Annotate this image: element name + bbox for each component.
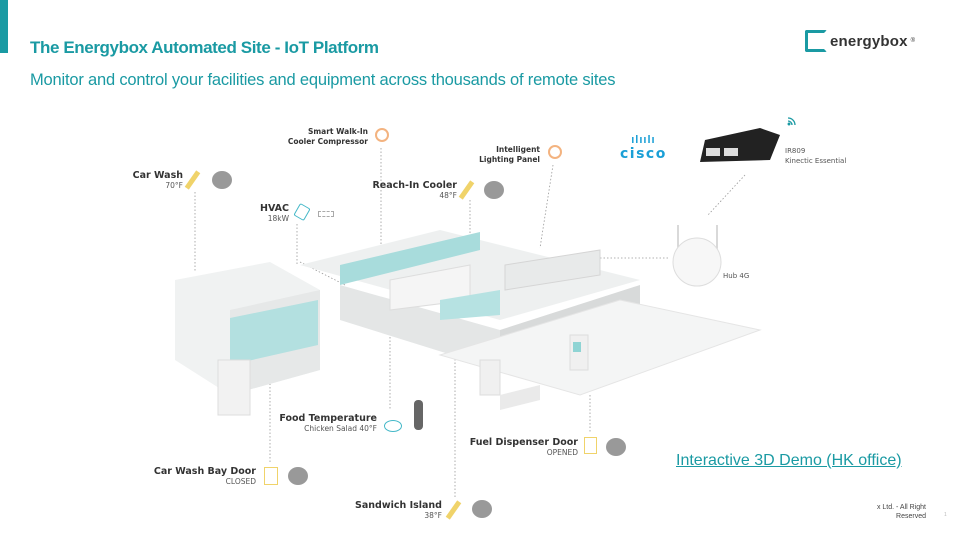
logo-text: energybox xyxy=(830,32,908,50)
sensor-value: Chicken Salad 40°F xyxy=(304,424,377,433)
hub-label: Hub 4G xyxy=(723,272,750,280)
sensor-value: CLOSED xyxy=(225,477,256,486)
sensor-name: Sandwich Island xyxy=(355,500,442,511)
page-subtitle: Monitor and control your facilities and … xyxy=(30,71,616,89)
router-device xyxy=(700,128,780,162)
sensor-device-icon xyxy=(212,171,232,189)
logo-mark-icon xyxy=(805,30,827,52)
sensor-name: Car Wash xyxy=(132,170,183,181)
cisco-bars-icon: ılıılı xyxy=(631,134,656,146)
sensor-name: Car Wash Bay Door xyxy=(153,466,256,477)
sensor-value: OPENED xyxy=(546,448,578,457)
sensor-name: Smart Walk-In xyxy=(307,127,368,136)
interactive-demo-link[interactable]: Interactive 3D Demo (HK office) xyxy=(676,452,902,469)
router-name: Kinectic Essential xyxy=(785,157,847,165)
cisco-wordmark: cisco xyxy=(620,146,667,162)
probe-icon xyxy=(414,400,423,430)
sensor-name-2: Lighting Panel xyxy=(479,155,540,164)
sensor-name: Reach-In Cooler xyxy=(372,180,457,191)
sensor-name: Fuel Dispenser Door xyxy=(469,437,578,448)
sensor-device-icon xyxy=(484,181,504,199)
canopy xyxy=(438,299,762,410)
sensor-name-2: Cooler Compressor xyxy=(287,137,368,146)
sensor-name: Food Temperature xyxy=(279,413,377,424)
page-title: The Energybox Automated Site - IoT Platf… xyxy=(30,38,379,57)
energybox-logo: energybox® xyxy=(805,30,915,52)
accent-bar xyxy=(0,0,8,53)
power-icon xyxy=(375,128,389,142)
sensor-device-icon xyxy=(606,438,626,456)
sensor-value: 48°F xyxy=(439,191,457,200)
router-model: IR809 xyxy=(785,147,806,155)
sensor-device-icon xyxy=(288,467,308,485)
sensor-value: 38°F xyxy=(424,511,442,520)
footer-line-2: Reserved xyxy=(896,513,926,520)
footer-line-1: x Ltd. - All Right xyxy=(876,504,926,511)
sensor-name: Intelligent xyxy=(496,145,540,154)
sensor-device-icon xyxy=(472,500,492,518)
wifi-icon xyxy=(787,117,796,126)
meter-icon xyxy=(318,211,334,217)
car-wash xyxy=(175,262,320,416)
sensor-value: 18kW xyxy=(267,214,289,223)
logo-registered: ® xyxy=(910,38,916,44)
door-icon xyxy=(584,437,597,454)
sensor-name: HVAC xyxy=(260,203,289,214)
food-icon xyxy=(384,420,402,432)
sensor-value: 70°F xyxy=(165,181,183,190)
hub-4g-device xyxy=(672,225,722,287)
door-icon xyxy=(264,467,278,485)
page-number: 1 xyxy=(944,512,947,518)
power-icon xyxy=(548,145,562,159)
connector-lines xyxy=(194,148,746,497)
